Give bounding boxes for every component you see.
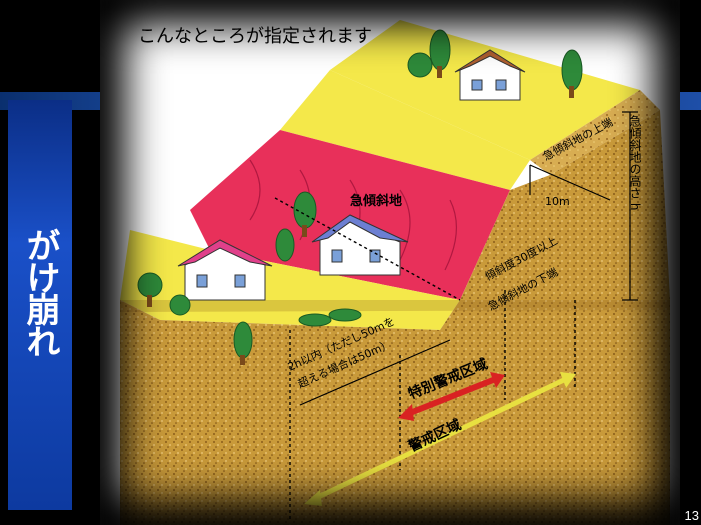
diagram-caption: こんなところが指定されます <box>138 26 372 47</box>
diagram-svg <box>120 20 670 525</box>
trees <box>137 29 583 365</box>
toe-distance-arrow <box>299 339 451 406</box>
upper-house <box>454 49 526 101</box>
upper-plateau-ground <box>530 90 660 175</box>
steep-slope-label: 急傾斜地 <box>350 194 403 209</box>
page-number: 13 <box>684 508 699 523</box>
cliff-face <box>460 110 670 300</box>
middle-house <box>311 214 409 276</box>
slide-title: がけ崩れ <box>20 228 60 356</box>
slope-height-label: 急傾斜地の高さ h <box>628 115 642 211</box>
title-sidebar <box>8 100 72 510</box>
height-dimension <box>529 111 638 301</box>
warning-zone-arrow <box>304 372 576 506</box>
lower-house <box>177 239 273 301</box>
ground-cross-section <box>120 300 670 525</box>
landslide-diagram: こんなところが指定されます 急傾斜地 急傾斜地の上端 10m 傾斜度30度以上 … <box>100 0 680 525</box>
upper-warning-band <box>280 70 530 190</box>
special-zone-arrow <box>398 372 505 421</box>
top-distance-label: 10m <box>545 195 570 208</box>
